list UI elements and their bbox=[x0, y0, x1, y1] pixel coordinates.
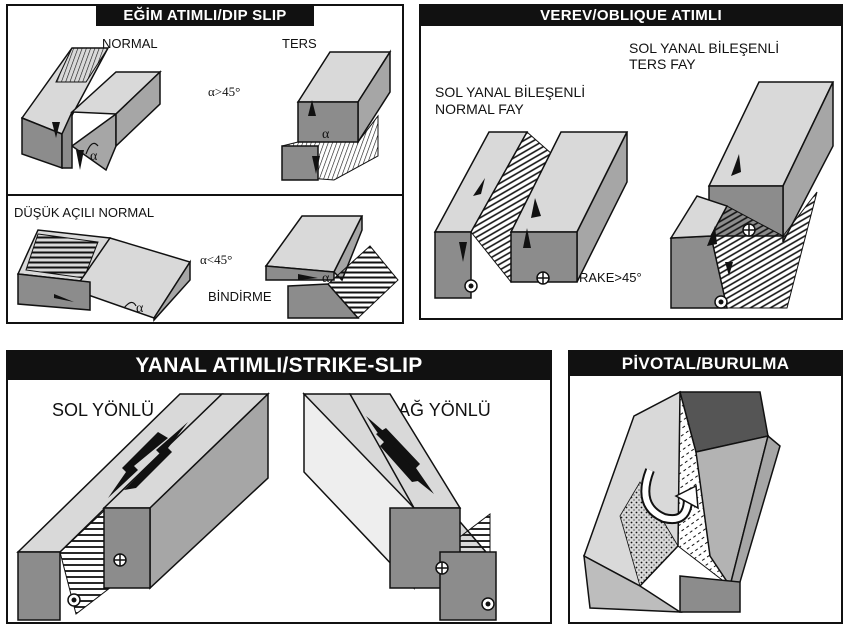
toward-viewer-dot-icon bbox=[464, 279, 478, 293]
away-from-viewer-cross-icon bbox=[435, 561, 449, 575]
left-lateral-normal-label-line1: SOL YANAL BİLEŞENLİ bbox=[435, 84, 586, 100]
low-angle-normal-diagram: α bbox=[16, 229, 192, 322]
pivotal-title: PİVOTAL/BURULMA bbox=[570, 352, 841, 376]
alpha-normal-label: α bbox=[90, 149, 98, 164]
away-from-viewer-cross-icon bbox=[113, 553, 127, 567]
left-lateral-label: SOL YÖNLÜ bbox=[52, 400, 155, 420]
away-from-viewer-cross-icon bbox=[742, 223, 756, 237]
oblique-panel: VEREV/OBLIQUE ATIMLI SOL YANAL BİLEŞENLİ… bbox=[419, 4, 843, 320]
angle-less-45-label: α<45° bbox=[200, 252, 233, 267]
normal-fault-label: NORMAL bbox=[102, 36, 158, 51]
left-lateral-normal-label-line2: NORMAL FAY bbox=[435, 101, 524, 117]
angle-greater-45-label: α>45° bbox=[208, 84, 241, 99]
toward-viewer-dot-icon bbox=[714, 295, 728, 309]
alpha-reverse-label: α bbox=[322, 127, 330, 142]
thrust-fault-diagram: α bbox=[264, 215, 399, 319]
oblique-normal-diagram bbox=[433, 131, 629, 299]
pivotal-diagram bbox=[583, 390, 781, 613]
oblique-reverse-diagram bbox=[669, 81, 835, 309]
normal-fault-diagram: α bbox=[20, 47, 162, 172]
rotation-arrow-icon bbox=[640, 468, 699, 524]
left-lateral-diagram bbox=[16, 392, 270, 621]
low-angle-normal-label: DÜŞÜK AÇILI NORMAL bbox=[14, 205, 155, 220]
reverse-fault-diagram: α bbox=[281, 49, 392, 181]
thrust-fault-label: BİNDİRME bbox=[208, 289, 272, 304]
alpha-thrust-label: α bbox=[322, 271, 330, 286]
alpha-low-angle-label: α bbox=[136, 301, 144, 316]
dip-slip-title: EĞİM ATIMLI/DIP SLIP bbox=[96, 6, 314, 26]
right-lateral-label: SAĞ YÖNLÜ bbox=[386, 400, 491, 420]
dip-slip-divider bbox=[8, 194, 402, 196]
oblique-title: VEREV/OBLIQUE ATIMLI bbox=[421, 6, 841, 26]
away-from-viewer-cross-icon bbox=[536, 271, 550, 285]
pivotal-panel: PİVOTAL/BURULMA bbox=[568, 350, 843, 624]
strike-slip-title: YANAL ATIMLI/STRIKE-SLIP bbox=[8, 352, 550, 380]
reverse-fault-label: TERS bbox=[282, 36, 317, 51]
strike-slip-panel: YANAL ATIMLI/STRIKE-SLIP SOL YÖNLÜ SAĞ Y… bbox=[6, 350, 552, 624]
left-lateral-reverse-label-line2: TERS FAY bbox=[629, 56, 696, 72]
right-lateral-diagram bbox=[302, 392, 497, 621]
toward-viewer-dot-icon bbox=[481, 597, 495, 611]
rake-label: RAKE>45° bbox=[579, 270, 642, 285]
dip-slip-panel: EĞİM ATIMLI/DIP SLIP NORMAL TERS α>45° D… bbox=[6, 4, 404, 324]
left-lateral-reverse-label-line1: SOL YANAL BİLEŞENLİ bbox=[629, 40, 780, 56]
toward-viewer-dot-icon bbox=[67, 593, 81, 607]
